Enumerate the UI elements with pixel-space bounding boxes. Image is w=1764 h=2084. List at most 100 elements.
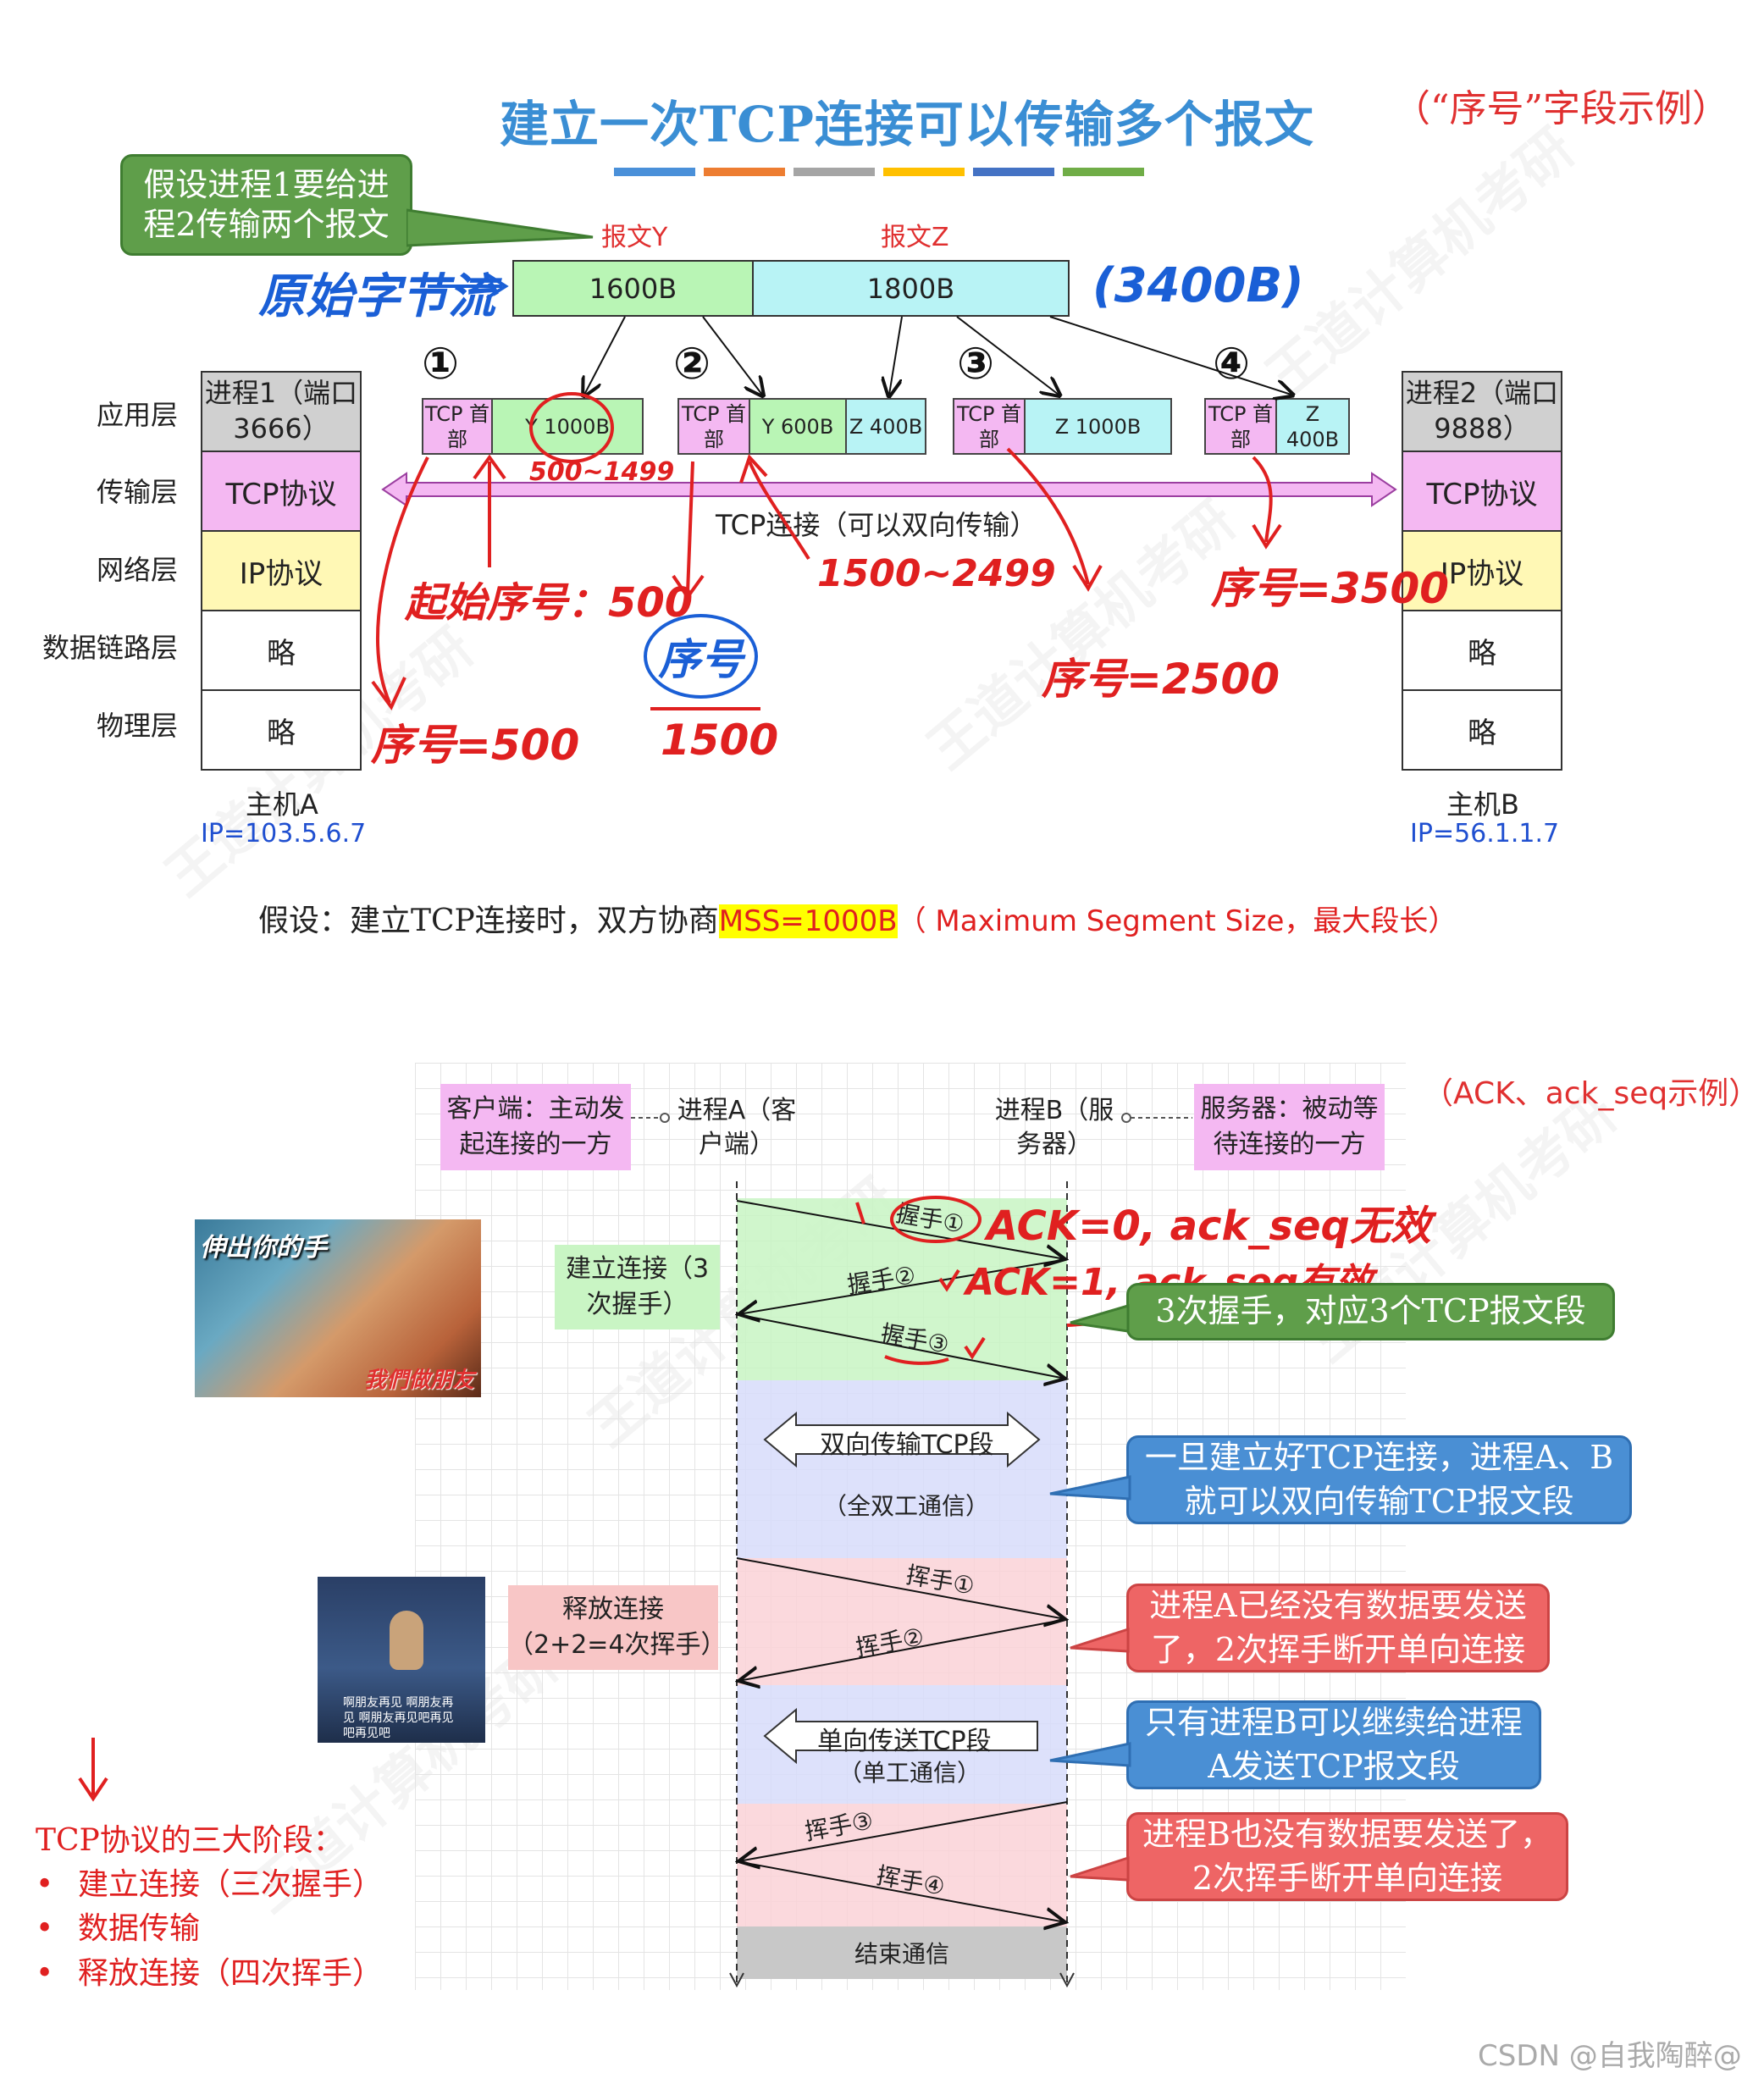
hostB-ip: IP协议 bbox=[1402, 530, 1562, 611]
hostA-proc-text: 进程1（端口 3666） bbox=[204, 377, 358, 445]
bottom-subtitle: （ACK、ack_seq示例） bbox=[1423, 1076, 1760, 1111]
wave1-zone bbox=[737, 1558, 1067, 1685]
end-label: 结束通信 bbox=[854, 1940, 949, 1968]
msg-z-label: 报文Z bbox=[881, 223, 949, 252]
segment-3-header-text: TCP 首部 bbox=[956, 401, 1022, 451]
hostA-proc: 进程1（端口 3666） bbox=[201, 371, 362, 452]
callout-3-pointer bbox=[1070, 1304, 1130, 1333]
callout-simplex-pointer bbox=[1049, 1742, 1131, 1767]
simplex-sub: （单工通信） bbox=[838, 1759, 982, 1787]
sequence-lines bbox=[729, 1181, 1075, 1988]
mss-assumption-suffix: （ Maximum Segment Size，最大段长） bbox=[897, 904, 1457, 938]
procB-label-text: 进程B（服务器） bbox=[994, 1095, 1114, 1160]
hw-stream-label: 原始字节流 bbox=[258, 269, 495, 324]
hw-start-seq: 起始序号：500 bbox=[405, 579, 694, 627]
simplex-label: 单向传送TCP段 bbox=[817, 1727, 992, 1756]
phase-connect: 建立连接（3次握手） bbox=[555, 1245, 720, 1329]
segment-2-header-text: TCP 首部 bbox=[681, 401, 747, 451]
hostA-stack: 进程1（端口 3666） TCP协议 IP协议 略 略 bbox=[201, 371, 362, 771]
hw-total-label: (3400B) bbox=[1092, 258, 1304, 313]
callout-half1-text: 进程A已经没有数据要发送了，2次挥手断开单向连接 bbox=[1149, 1587, 1527, 1668]
segment-1-header-text: TCP 首部 bbox=[424, 401, 490, 451]
hostB-dl-text: 略 bbox=[1468, 636, 1496, 671]
callout-half2: 进程B也没有数据要发送了，2次挥手断开单向连接 bbox=[1126, 1812, 1568, 1901]
legend-item: •建立连接（三次握手） bbox=[36, 1863, 383, 1907]
hostB-name: 主机B bbox=[1446, 788, 1519, 821]
legend-bullet: • bbox=[36, 1867, 54, 1903]
legend-arrow bbox=[78, 1738, 108, 1802]
handshake-image-caption-bottom: 我們做朋友 bbox=[363, 1368, 474, 1393]
farewell-image-caption: 啊朋友再见 啊朋友再见 啊朋友再见吧再见吧再见吧 bbox=[343, 1696, 454, 1741]
tcp-connection-label: TCP连接（可以双向传输） bbox=[716, 509, 1037, 541]
legend-item: • 数据传输 bbox=[36, 1907, 383, 1951]
hostB-ip-addr: IP=56.1.1.7 bbox=[1410, 819, 1560, 849]
hw-range1: 500~1499 bbox=[529, 457, 675, 487]
stream-z-text: 1800B bbox=[866, 272, 955, 305]
callout-half2-pointer bbox=[1070, 1855, 1130, 1882]
hostA-tcp-text: TCP协议 bbox=[225, 477, 337, 511]
hostB-ip-text: IP协议 bbox=[1440, 556, 1524, 591]
hw-annotations-top bbox=[371, 392, 1282, 710]
hostB-stack: 进程2（端口 9888） TCP协议 IP协议 略 略 bbox=[1402, 371, 1562, 771]
segment-2-header: TCP 首部 bbox=[677, 398, 750, 455]
hostA-dl-text: 略 bbox=[267, 636, 296, 671]
title-color-bar bbox=[973, 168, 1054, 176]
callout-pointer bbox=[406, 208, 594, 247]
mss-value: MSS=1000B bbox=[718, 904, 898, 938]
legend-item-text: 数据传输 bbox=[78, 1911, 201, 1947]
hw-seq-b-value: 1500 bbox=[661, 716, 779, 765]
hostB-ph: 略 bbox=[1402, 689, 1562, 771]
duplex-zone bbox=[737, 1380, 1067, 1558]
simplex-arrow bbox=[763, 1707, 1038, 1765]
stream-y-text: 1600B bbox=[589, 272, 677, 305]
hostA-ip-addr: IP=103.5.6.7 bbox=[201, 819, 367, 849]
callout-duplex-pointer bbox=[1049, 1475, 1131, 1501]
segment-1-number: ① bbox=[422, 339, 460, 390]
duplex-sub: （全双工通信） bbox=[823, 1492, 990, 1520]
segment-2-number: ② bbox=[673, 339, 711, 390]
split-arrows bbox=[0, 316, 1764, 508]
segment-3-data-z-text: Z 1000B bbox=[1054, 414, 1142, 439]
segment-4-header: TCP 首部 bbox=[1204, 398, 1277, 455]
duplex-label: 双向传输TCP段 bbox=[820, 1430, 994, 1460]
stream-y: 1600B bbox=[512, 260, 754, 317]
legend-title: TCP协议的三大阶段： bbox=[36, 1823, 344, 1858]
page-subtitle: （“序号”字段示例） bbox=[1393, 87, 1729, 130]
legend-bullet: • bbox=[36, 1911, 54, 1947]
hostA-tcp: TCP协议 bbox=[201, 451, 362, 532]
handshake-image-caption-top: 伸出你的手 bbox=[200, 1233, 327, 1263]
title-color-bars bbox=[614, 168, 1152, 176]
hw-seq-b-circle: 序号 bbox=[644, 614, 758, 699]
note-connectors bbox=[631, 1113, 1192, 1123]
segment-2-data-y-text: Y 600B bbox=[761, 414, 834, 439]
mss-assumption-prefix: 假设：建立TCP连接时，双方协商 bbox=[258, 904, 719, 938]
layer-transport: 传输层 bbox=[96, 476, 178, 508]
callout-duplex-text: 一旦建立好TCP连接，进程A、B就可以双向传输TCP报文段 bbox=[1144, 1439, 1614, 1520]
segment-4-data-z: Z 400B bbox=[1275, 398, 1350, 455]
legend-bullet: • bbox=[36, 1955, 54, 1991]
handshake-image: 伸出你的手 我們做朋友 bbox=[195, 1219, 481, 1397]
layer-app: 应用层 bbox=[96, 399, 178, 431]
title-color-bar bbox=[704, 168, 785, 176]
hostA-ip: IP协议 bbox=[201, 530, 362, 611]
stream-z: 1800B bbox=[752, 260, 1070, 317]
layer-network: 网络层 bbox=[96, 554, 178, 586]
client-note: 客户端：主动发起连接的一方 bbox=[440, 1084, 631, 1170]
hostA-ip-text: IP协议 bbox=[239, 556, 323, 591]
segment-4-number: ④ bbox=[1213, 339, 1251, 390]
title-color-bar bbox=[614, 168, 695, 176]
layer-datalink: 数据链路层 bbox=[41, 632, 178, 664]
tcp-connection-arrow bbox=[381, 472, 1397, 507]
title-color-bar bbox=[883, 168, 965, 176]
hostB-tcp: TCP协议 bbox=[1402, 451, 1562, 532]
hw-seq-b-label: 序号 bbox=[658, 635, 744, 684]
hw-ack0: ACK=0, ack_seq无效 bbox=[987, 1202, 1431, 1250]
callout-half1-pointer bbox=[1070, 1627, 1130, 1653]
legend-item-text: 释放连接（四次挥手） bbox=[78, 1955, 384, 1991]
client-note-text: 客户端：主动发起连接的一方 bbox=[446, 1094, 625, 1159]
hw-seq-b-underline bbox=[650, 707, 760, 710]
segment-1-data: Y 1000B bbox=[491, 398, 644, 455]
segment-3-data-z: Z 1000B bbox=[1024, 398, 1172, 455]
end-zone: 结束通信 bbox=[737, 1926, 1067, 1979]
layer-physical: 物理层 bbox=[96, 710, 178, 742]
